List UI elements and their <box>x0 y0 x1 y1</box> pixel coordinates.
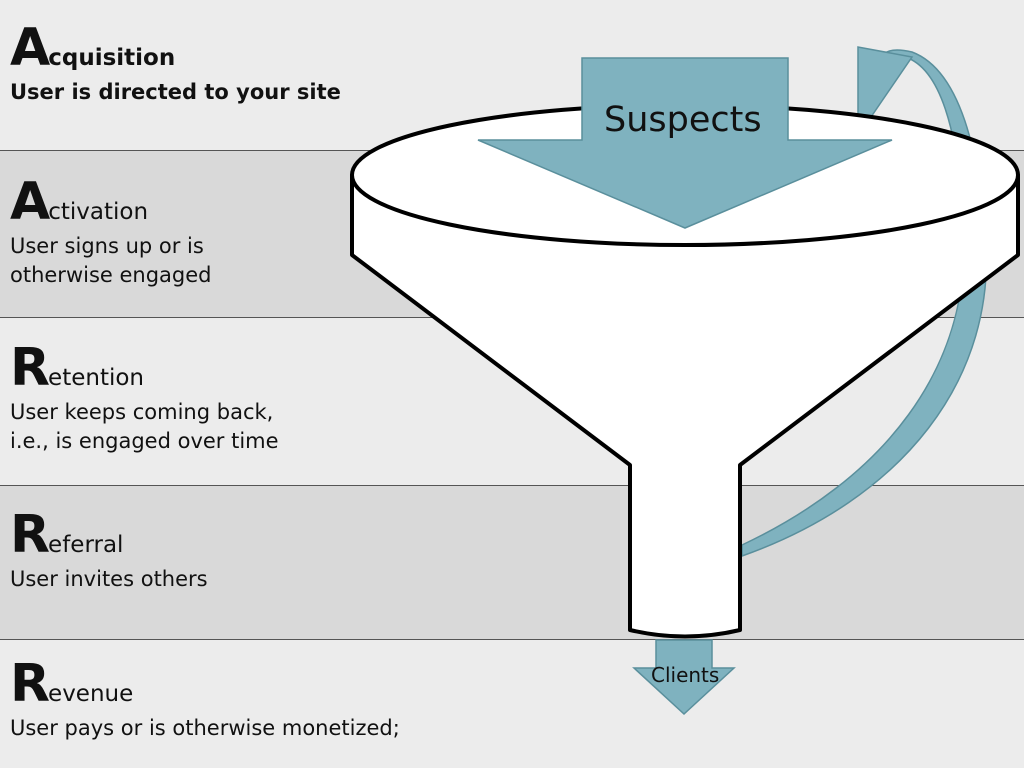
referral-loop-arrowhead <box>857 46 914 139</box>
stage-description: User keeps coming back, i.e., is engaged… <box>10 398 279 456</box>
funnel-body <box>350 173 1020 639</box>
stage-title: Referral <box>10 509 208 561</box>
suspects-arrow <box>477 57 893 229</box>
description-line: User invites others <box>10 567 208 591</box>
stage-name-rest: eferral <box>48 532 124 558</box>
suspects-label: Suspects <box>604 100 762 140</box>
stage-initial: R <box>10 338 50 398</box>
band-referral <box>0 486 1024 640</box>
stage-name-rest: cquisition <box>48 45 176 71</box>
stage-referral: Referral User invites others <box>10 509 208 594</box>
stage-title: Revenue <box>10 658 400 710</box>
stage-revenue: Revenue User pays or is otherwise moneti… <box>10 658 400 743</box>
stage-activation: Activation User signs up or is otherwise… <box>10 176 212 290</box>
stage-retention: Retention User keeps coming back, i.e., … <box>10 342 279 456</box>
stage-description: User invites others <box>10 565 208 594</box>
stage-title: Retention <box>10 342 279 394</box>
clients-label: Clients <box>651 663 720 687</box>
description-line: User is directed to your site <box>10 80 341 104</box>
stage-initial: A <box>10 172 50 232</box>
band-revenue <box>0 640 1024 768</box>
stage-initial: A <box>10 18 50 78</box>
stage-description: User signs up or is otherwise engaged <box>10 232 212 290</box>
stage-description: User is directed to your site <box>10 78 341 107</box>
stage-initial: R <box>10 654 50 714</box>
clients-arrow <box>632 639 736 716</box>
stage-description: User pays or is otherwise monetized; <box>10 714 400 743</box>
description-line: User signs up or is <box>10 234 204 258</box>
description-line: User keeps coming back, <box>10 400 274 424</box>
stage-title: Acquisition <box>10 22 341 74</box>
stage-name-rest: ctivation <box>48 199 149 225</box>
description-line: otherwise engaged <box>10 263 212 287</box>
description-line: i.e., is engaged over time <box>10 429 279 453</box>
stage-acquisition: Acquisition User is directed to your sit… <box>10 22 341 107</box>
stage-title: Activation <box>10 176 212 228</box>
description-line: User pays or is otherwise monetized; <box>10 716 400 740</box>
stage-initial: R <box>10 505 50 565</box>
stage-name-rest: evenue <box>48 681 134 707</box>
stage-name-rest: etention <box>48 365 144 391</box>
